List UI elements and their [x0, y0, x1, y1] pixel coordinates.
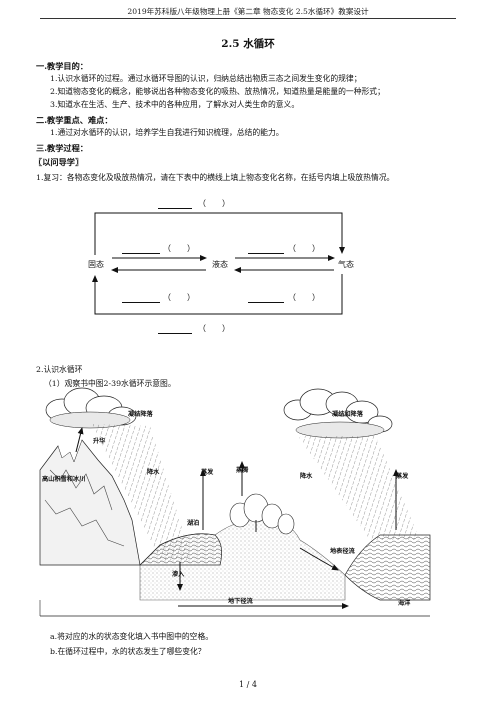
- arrow-gas-to-solid: [92, 274, 343, 315]
- objective-item-3: 3.知道水在生活、生产、技术中的各种应用，了解水对人类生命的意义。: [50, 100, 300, 109]
- blank-gas-to-solid[interactable]: [158, 323, 192, 334]
- paren-gas-to-liquid: （ ）: [288, 293, 320, 302]
- label-transpiration: 蒸腾: [236, 467, 249, 474]
- keypoint-item-1: 1.通过对水循环的认识，培养学生自我进行知识梳理，总结的能力。: [50, 128, 284, 137]
- arrow-sublimation: [75, 427, 84, 453]
- paren-solid-to-liquid: （ ）: [163, 244, 195, 253]
- state-solid: 固态: [88, 260, 104, 269]
- section2-heading: 2.认识水循环: [36, 365, 83, 374]
- paren-gas-to-solid: （ ）: [198, 324, 230, 333]
- rain-left: [92, 424, 192, 560]
- process-heading: 三.教学过程：: [36, 143, 88, 153]
- blank-liquid-to-solid[interactable]: [122, 292, 160, 303]
- question-b: b.在循环过程中，水的状态发生了哪些变化？: [50, 647, 206, 656]
- label-precipitation-right: 降水: [300, 473, 313, 480]
- label-evaporation-right: 蒸发: [396, 473, 409, 480]
- label-ocean: 海洋: [398, 600, 411, 607]
- label-snow-mountain: 高山积雪和冰川: [42, 476, 86, 483]
- label-lake: 湖泊: [187, 520, 200, 527]
- guide-heading: 〖以问导学〗: [34, 157, 84, 167]
- objective-item-1: 1.认识水循环的过程。通过水循环导图的认识，归纳总结出物质三态之间发生变化的规律…: [50, 74, 362, 83]
- label-groundwater: 地下径流: [228, 598, 253, 605]
- page-number: 1 / 4: [239, 680, 257, 689]
- header-divider: [40, 18, 456, 19]
- mountain-left: [39, 439, 141, 566]
- label-condense-fall-left: 凝结降落: [128, 411, 153, 418]
- blank-gas-to-liquid[interactable]: [248, 292, 284, 303]
- objective-item-2: 2.知道物态变化的概念，能够说出各种物态变化的吸热、放热情况，知道热量是能量的一…: [50, 87, 385, 96]
- review-instruction: 1.复习：各物态变化及吸放热情况，请在下表中的横线上填上物态变化名称，在括号内填…: [36, 173, 395, 182]
- label-surface-runoff: 地表径流: [330, 548, 355, 555]
- question-a: a.将对应的水的状态变化填入书中图中的空格。: [50, 632, 214, 641]
- page-title: 2.5 水循环: [221, 38, 275, 50]
- paren-liquid-to-gas: （ ）: [288, 244, 320, 253]
- state-gas: 气态: [338, 260, 354, 269]
- cloud-left: [45, 387, 137, 429]
- cloud-right: [283, 388, 393, 439]
- label-evaporation-left: 蒸发: [201, 469, 214, 476]
- blank-solid-to-liquid[interactable]: [122, 243, 160, 254]
- state-liquid: 液态: [212, 260, 228, 269]
- label-infiltration: 渗入: [172, 571, 185, 578]
- arrow-solid-to-gas: [94, 212, 345, 255]
- paren-liquid-to-solid: （ ）: [163, 293, 195, 302]
- ocean-body: [344, 534, 431, 601]
- label-condense-fall-right: 凝结和降落: [332, 411, 363, 418]
- objectives-heading: 一.教学目的：: [36, 61, 88, 71]
- blank-solid-to-gas[interactable]: [158, 198, 192, 209]
- paren-solid-to-gas: （ ）: [198, 199, 230, 208]
- trees: [229, 493, 295, 535]
- blank-liquid-to-gas[interactable]: [248, 243, 284, 254]
- rain-right: [298, 436, 420, 540]
- arrow-surface-runoff: [299, 547, 339, 571]
- keypoints-heading: 二.教学重点、难点：: [36, 115, 113, 125]
- label-sublimation: 升华: [93, 438, 106, 445]
- label-precipitation-left: 降水: [147, 469, 160, 476]
- page-header: 2019年苏科版八年级物理上册《第二章 物态变化 2.5水循环》教案设计: [127, 7, 369, 16]
- section2-sub1: （1）观察书中图2-39水循环示意图。: [44, 379, 176, 388]
